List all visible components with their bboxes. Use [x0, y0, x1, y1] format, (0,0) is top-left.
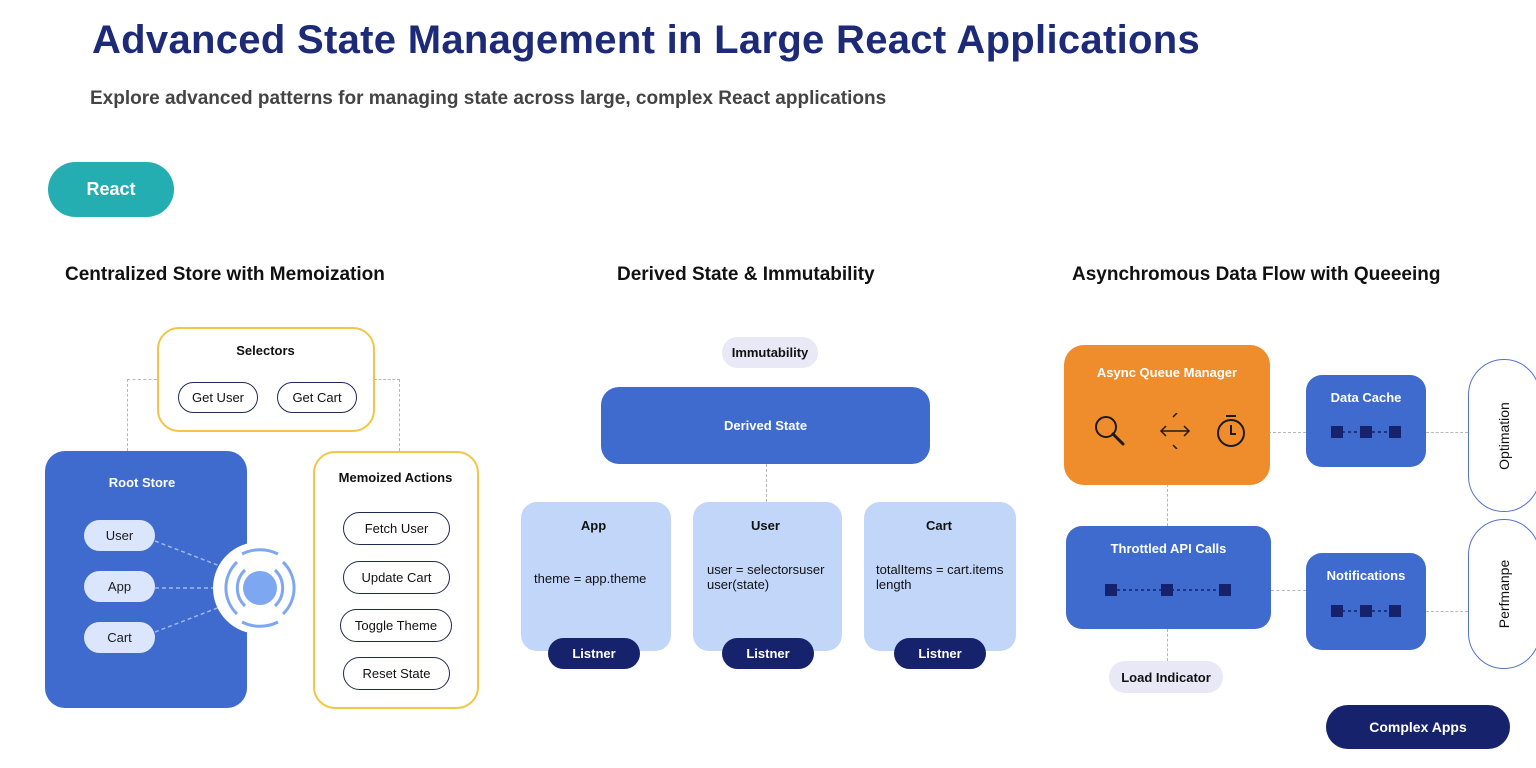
root-store-box: Root Store User App Cart — [45, 451, 247, 708]
connector — [1426, 611, 1468, 612]
store-item-cart[interactable]: Cart — [84, 622, 155, 653]
cart-card-title: Cart — [925, 518, 952, 533]
notifications-box: Notifications — [1306, 553, 1426, 650]
update-cart-button[interactable]: Update Cart — [343, 561, 450, 594]
store-item-app[interactable]: App — [84, 571, 155, 602]
page-subtitle: Explore advanced patterns for managing s… — [90, 88, 887, 109]
root-store-label: Root Store — [108, 475, 176, 490]
connector — [374, 379, 400, 380]
cart-card: Cart totalItems = cart.items length — [864, 502, 1016, 651]
section-title-async: Asynchromous Data Flow with Queeeing — [1072, 264, 1441, 285]
connector — [1268, 432, 1306, 433]
react-tag[interactable]: React — [48, 162, 174, 217]
user-listener-button[interactable]: Listner — [722, 638, 814, 669]
cart-card-text: totalItems = cart.items length — [876, 562, 1004, 592]
connector — [1271, 590, 1306, 591]
connector — [127, 379, 128, 451]
optimization-label: Optimation — [1495, 401, 1512, 470]
selectors-box: Selectors Get User Get Cart — [157, 327, 375, 432]
section-title-centralized: Centralized Store with Memoization — [65, 264, 385, 285]
immutability-tag[interactable]: Immutability — [722, 337, 818, 368]
broadcast-icon — [213, 542, 306, 635]
timer-icon — [1217, 415, 1245, 447]
load-indicator-tag[interactable]: Load Indicator — [1109, 661, 1223, 693]
toggle-theme-button[interactable]: Toggle Theme — [340, 609, 452, 642]
throttled-api-calls-box: Throttled API Calls — [1066, 526, 1271, 629]
optimization-pill[interactable]: Optimation — [1468, 359, 1536, 512]
user-card-title: User — [751, 518, 780, 533]
user-card: User user = selectorsuser user(state) — [693, 502, 842, 651]
derived-state-label: Derived State — [723, 418, 808, 433]
performance-pill[interactable]: Perfmanpe — [1468, 519, 1536, 669]
derived-state-box: Derived State — [601, 387, 930, 464]
connector — [1426, 432, 1468, 433]
arrows-icon — [1159, 413, 1191, 449]
connector — [1167, 629, 1168, 661]
memoized-actions-label: Memoized Actions — [338, 470, 453, 485]
user-card-text: user = selectorsuser user(state) — [707, 562, 825, 592]
page-title: Advanced State Management in Large React… — [92, 18, 1201, 62]
throttle-nodes-icon — [1105, 584, 1231, 596]
complex-apps-tag[interactable]: Complex Apps — [1326, 705, 1510, 749]
selectors-label: Selectors — [236, 343, 295, 358]
async-queue-manager-label: Async Queue Manager — [1096, 365, 1238, 380]
fetch-user-button[interactable]: Fetch User — [343, 512, 450, 545]
async-queue-manager-box: Async Queue Manager — [1064, 345, 1270, 485]
notifications-label: Notifications — [1326, 568, 1406, 583]
reset-state-button[interactable]: Reset State — [343, 657, 450, 690]
app-listener-button[interactable]: Listner — [548, 638, 640, 669]
app-card-title: App — [580, 518, 607, 533]
get-user-button[interactable]: Get User — [178, 382, 258, 413]
app-card: App theme = app.theme — [521, 502, 671, 651]
throttled-api-calls-label: Throttled API Calls — [1110, 541, 1227, 556]
connector — [399, 379, 400, 451]
connector — [1167, 484, 1168, 526]
cache-nodes-icon — [1331, 426, 1401, 438]
memoized-actions-box: Memoized Actions Fetch User Update Cart … — [313, 451, 479, 709]
cart-listener-button[interactable]: Listner — [894, 638, 986, 669]
data-cache-box: Data Cache — [1306, 375, 1426, 467]
search-icon — [1095, 416, 1125, 446]
store-item-user[interactable]: User — [84, 520, 155, 551]
notification-nodes-icon — [1331, 605, 1401, 617]
connector — [766, 464, 767, 502]
performance-label: Perfmanpe — [1495, 559, 1512, 629]
connector — [127, 379, 157, 380]
app-card-text: theme = app.theme — [534, 571, 647, 586]
data-cache-label: Data Cache — [1330, 390, 1402, 405]
get-cart-button[interactable]: Get Cart — [277, 382, 357, 413]
section-title-derived: Derived State & Immutability — [617, 264, 875, 285]
